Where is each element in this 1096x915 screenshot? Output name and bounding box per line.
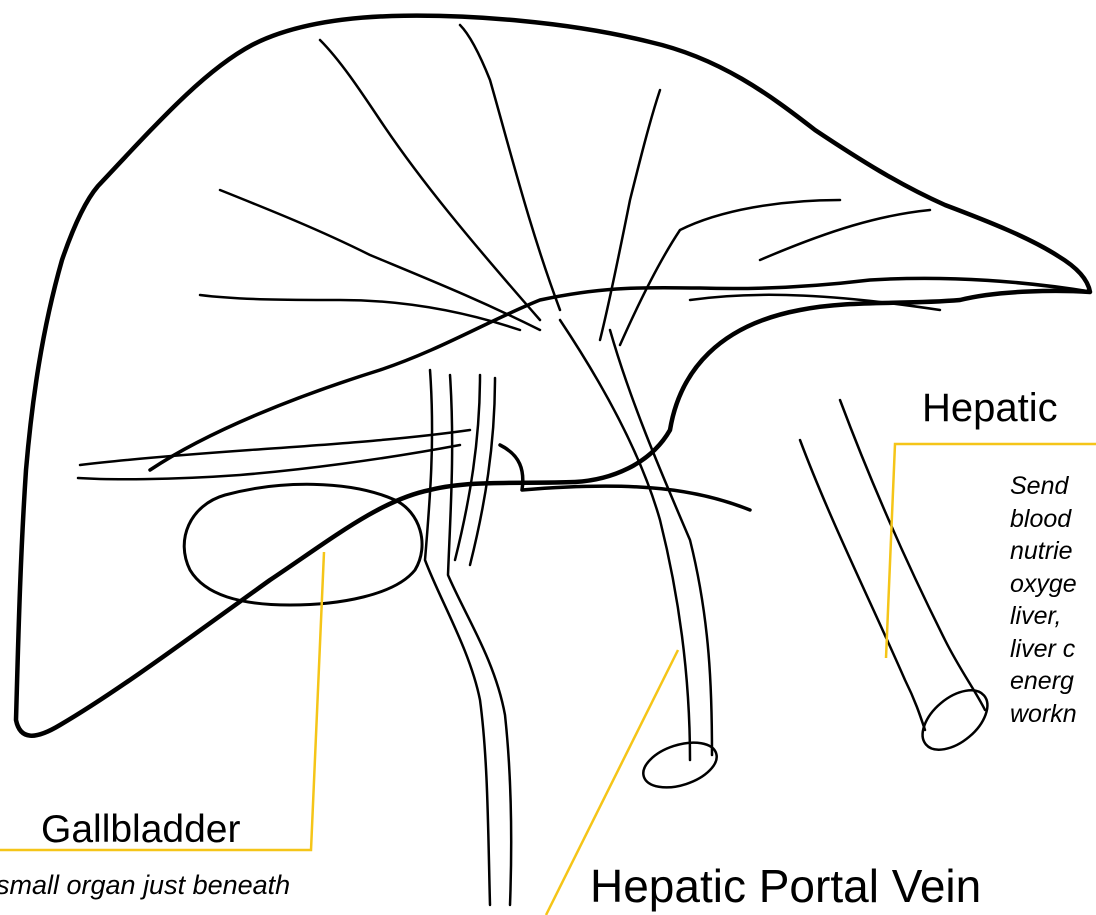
liver-lower-lobe-edge — [500, 445, 750, 510]
vein-branch-left-lower-edge — [78, 445, 460, 479]
gallbladder-label: Gallbladder — [41, 810, 240, 849]
vein-branch-right — [600, 90, 660, 340]
description-line: workn — [1010, 698, 1096, 731]
description-line: oxyge — [1010, 568, 1096, 601]
description-line: liver, — [1010, 600, 1096, 633]
description-line: nutrie — [1010, 535, 1096, 568]
gallbladder-outline — [184, 484, 422, 605]
vein-branch-left-lower — [80, 430, 470, 465]
portal-vein-trunk-edge — [610, 330, 712, 755]
vein-branch-top-left — [320, 40, 540, 320]
vein-branch-left-upper — [220, 190, 540, 330]
hepatic-artery-edge — [840, 400, 985, 710]
hepatic-artery — [800, 440, 925, 730]
liver-fissure — [150, 278, 1090, 470]
gallbladder-description: small organ just beneath — [0, 868, 290, 903]
hepatic-artery-label: Hepatic — [922, 388, 1058, 428]
vein-branch-upper-right — [760, 210, 930, 260]
vein-branch-right-edge — [620, 200, 840, 345]
vein-branch-left-mid — [200, 295, 520, 330]
description-line: blood — [1010, 503, 1096, 536]
description-line: Send — [1010, 470, 1096, 503]
description-line: energ — [1010, 665, 1096, 698]
portal-vein-end — [638, 734, 723, 796]
bile-duct-edge — [448, 375, 511, 905]
hepatic-portal-vein-label: Hepatic Portal Vein — [590, 863, 981, 909]
description-line: liver c — [1010, 633, 1096, 666]
vein-branch-top-mid — [460, 25, 560, 310]
hepatic-artery-end — [912, 679, 999, 762]
portal-vein-trunk — [560, 320, 690, 760]
hepatic-duct — [455, 375, 480, 560]
leader-line-gallbladder — [0, 552, 324, 850]
hepatic-artery-description: Send blood nutrie oxyge liver, liver c e… — [1010, 470, 1096, 730]
liver-outline — [16, 16, 1090, 736]
